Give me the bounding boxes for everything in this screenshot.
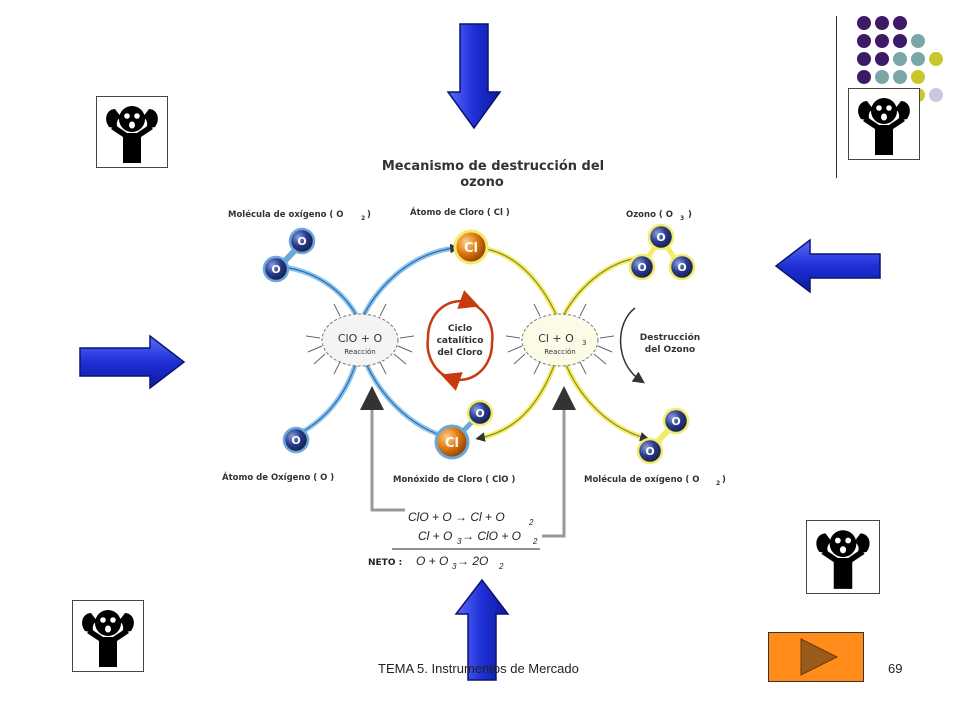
arrow-up-icon [454, 578, 510, 681]
svg-text:O: O [677, 261, 686, 274]
label-ozone-sub: 3 [680, 215, 684, 222]
label-oxygen-molecule-top-sub: 2 [361, 215, 365, 222]
net-equation: O + O [416, 554, 448, 568]
dot [911, 34, 925, 48]
dot [911, 70, 925, 84]
ozone-destruction-diagram: Mecanismo de destrucción del ozono ClO +… [222, 159, 726, 571]
svg-text:O: O [475, 407, 484, 420]
reaction-equations: ClO + O → Cl + O 2 Cl + O 3 → ClO + O 2 … [368, 510, 540, 571]
arrow-right-icon [79, 334, 186, 390]
svg-text:O: O [297, 235, 306, 248]
svg-text:2: 2 [528, 518, 534, 527]
label-chlorine-monoxide: Monóxido de Cloro ( ClO ) [393, 474, 515, 485]
oxygen-molecule-bottom-right: O O [636, 407, 690, 465]
worried-person-icon [848, 88, 920, 160]
right-reaction-burst: Cl + O 3 Reacción [505, 303, 615, 375]
arrow-down-icon [446, 23, 502, 130]
right-reaction-formula: Cl + O [538, 332, 574, 345]
right-reaction-subscript: 3 [582, 339, 586, 347]
svg-text:O: O [671, 415, 680, 428]
dot [893, 16, 907, 30]
svg-text:): ) [688, 210, 692, 220]
svg-text:O: O [637, 261, 646, 274]
worried-person-icon [96, 96, 168, 168]
svg-text:3: 3 [452, 562, 457, 571]
label-oxygen-atom: Átomo de Oxígeno ( O ) [222, 471, 334, 483]
left-reaction-label: Reacción [344, 348, 376, 356]
svg-text:→ ClO + O: → ClO + O [462, 529, 521, 543]
svg-text:3: 3 [457, 537, 462, 546]
dot [929, 88, 943, 102]
dot [875, 34, 889, 48]
dot [857, 34, 871, 48]
left-reaction-formula: ClO + O [338, 332, 383, 345]
svg-text:): ) [367, 210, 371, 220]
left-reaction-burst: ClO + O Reacción [305, 303, 415, 375]
svg-text:O: O [291, 434, 300, 447]
dot [911, 52, 925, 66]
footer-text: TEMA 5. Instrumentos de Mercado [378, 661, 579, 676]
dot [857, 16, 871, 30]
svg-text:2: 2 [532, 537, 538, 546]
dot [929, 52, 943, 66]
oxygen-atom-bottom-left: O [282, 426, 310, 454]
destruction-label-line2: del Ozono [645, 345, 695, 355]
net-label: NETO : [368, 558, 402, 568]
ozone-molecule: O O O [628, 223, 696, 281]
decorative-dot-grid [853, 14, 953, 104]
label-oxygen-molecule-bottom-sub: 2 [716, 480, 720, 487]
worried-person-icon [72, 600, 144, 672]
dot [893, 70, 907, 84]
next-slide-button[interactable] [768, 632, 864, 682]
page-number: 69 [888, 661, 903, 676]
arrow-left-icon [774, 238, 881, 294]
dot [875, 52, 889, 66]
right-reaction-label: Reacción [544, 348, 576, 356]
chlorine-atom-top: Cl [453, 229, 489, 265]
dot [875, 70, 889, 84]
svg-text:Cl: Cl [464, 241, 478, 256]
svg-text:→ 2O: → 2O [457, 554, 488, 568]
worried-person-icon [806, 520, 880, 594]
play-triangle-icon [800, 638, 839, 676]
cycle-label-line2: catalítico [437, 336, 484, 346]
label-oxygen-molecule-top: Molécula de oxígeno ( O [228, 209, 344, 220]
dot [893, 52, 907, 66]
catalytic-cycle: Ciclo catalítico del Cloro [426, 290, 494, 391]
equation-1: ClO + O → Cl + O [408, 510, 505, 524]
dot [893, 34, 907, 48]
chlorine-monoxide-molecule: O Cl [434, 399, 494, 460]
dot [857, 52, 871, 66]
equation-2: Cl + O [418, 529, 452, 543]
destruction-label-line1: Destrucción [640, 332, 700, 343]
svg-text:Cl: Cl [445, 436, 459, 451]
oxygen-molecule-top-left: O O [262, 227, 316, 283]
label-oxygen-molecule-bottom: Molécula de oxígeno ( O [584, 474, 700, 485]
svg-text:O: O [656, 231, 665, 244]
diagram-title-line1: Mecanismo de destrucción del [382, 159, 604, 174]
svg-text:O: O [271, 263, 280, 276]
svg-text:2: 2 [498, 562, 504, 571]
dot [875, 16, 889, 30]
svg-text:): ) [722, 475, 726, 485]
label-ozone: Ozono ( O [626, 210, 673, 220]
dot [857, 70, 871, 84]
cycle-label-line1: Ciclo [448, 324, 472, 334]
cycle-label-line3: del Cloro [437, 348, 482, 358]
svg-text:O: O [645, 445, 654, 458]
diagram-title-line2: ozono [460, 175, 504, 190]
decorative-vertical-line [836, 16, 837, 178]
label-chlorine-atom: Átomo de Cloro ( Cl ) [410, 206, 510, 218]
